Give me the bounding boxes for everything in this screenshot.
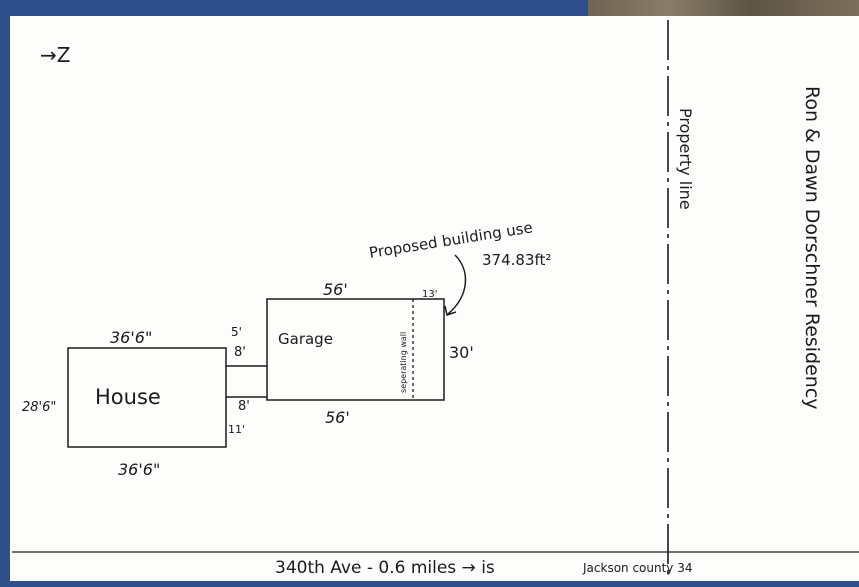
connector-dim-mid: 8': [234, 345, 246, 360]
addition-width-dimension: 13': [422, 289, 437, 300]
background-photo-strip: [588, 0, 859, 16]
garage-top-dimension: 56': [323, 280, 348, 299]
connector-dim-low: 8': [238, 399, 250, 414]
garage-outline: [266, 298, 445, 401]
house-bottom-dimension: 36'6": [118, 460, 160, 479]
proposal-area: 374.83ft²: [482, 251, 551, 269]
residence-label: Ron & Dawn Dorschner Residency: [801, 86, 823, 410]
garage-side-dimension: 30': [449, 343, 474, 362]
separating-wall-label: seperating wall: [399, 332, 408, 393]
connector-dim-bottom: 11': [228, 423, 245, 436]
connector-dim-top: 5': [231, 325, 242, 339]
house-top-dimension: 36'6": [110, 328, 152, 347]
road-county-note: Jackson county 34: [582, 561, 693, 575]
road-label: 340th Ave - 0.6 miles → is: [275, 558, 495, 578]
property-line-label: Property line: [676, 108, 695, 210]
north-arrow-label: →Z: [40, 43, 70, 67]
garage-bottom-dimension: 56': [325, 408, 350, 427]
garage-label: Garage: [278, 330, 333, 348]
house-side-dimension: 28'6": [22, 400, 56, 415]
proposal-arrow-head: [444, 305, 457, 316]
house-label: House: [95, 385, 161, 409]
proposal-arrow: [447, 254, 467, 315]
